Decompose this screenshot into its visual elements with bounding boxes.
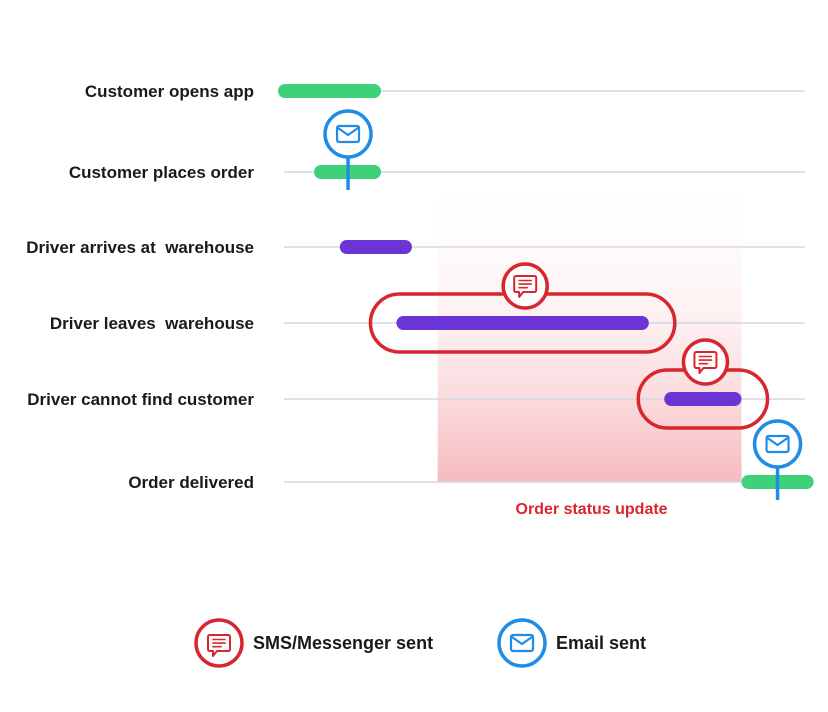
row-label: Driver cannot find customer <box>27 390 254 409</box>
marker-circle <box>681 338 730 386</box>
envelope-flap <box>766 437 789 447</box>
bubble-outline <box>513 275 538 298</box>
email-icon <box>335 124 361 144</box>
bubble-outline <box>693 351 718 374</box>
email-marker <box>752 419 803 500</box>
row-gridlines <box>284 90 805 483</box>
envelope-outline <box>509 633 535 653</box>
email-icon <box>509 633 535 653</box>
row-label: Customer places order <box>69 163 255 182</box>
row-label: Customer opens app <box>85 82 254 101</box>
email-marker <box>323 109 373 190</box>
legend-item-email: Email sent <box>497 618 646 668</box>
legend: SMS/Messenger sent Email sent <box>194 618 646 668</box>
row-label: Order delivered <box>128 473 254 492</box>
legend-label: Email sent <box>556 633 646 653</box>
envelope-outline <box>335 124 361 144</box>
sms-icon <box>693 351 718 374</box>
envelope-flap <box>337 127 359 137</box>
sms-icon <box>513 275 538 298</box>
email-icon <box>765 434 790 454</box>
sms-marker <box>636 338 770 430</box>
row-label: Driver leaves warehouse <box>50 314 254 333</box>
envelope-outline <box>765 434 790 454</box>
sms-marker <box>368 262 677 354</box>
marker-circle <box>501 262 549 310</box>
envelope-flap <box>511 636 533 646</box>
row-label: Driver arrives at warehouse <box>26 238 254 257</box>
zone-label: Order status update <box>516 501 668 518</box>
event-bars <box>278 84 814 489</box>
bubble-outline <box>207 634 231 657</box>
legend-label: SMS/Messenger sent <box>253 633 433 653</box>
notification-markers <box>323 109 803 500</box>
sms-icon <box>207 634 231 657</box>
legend-item-sms: SMS/Messenger sent <box>194 618 433 668</box>
